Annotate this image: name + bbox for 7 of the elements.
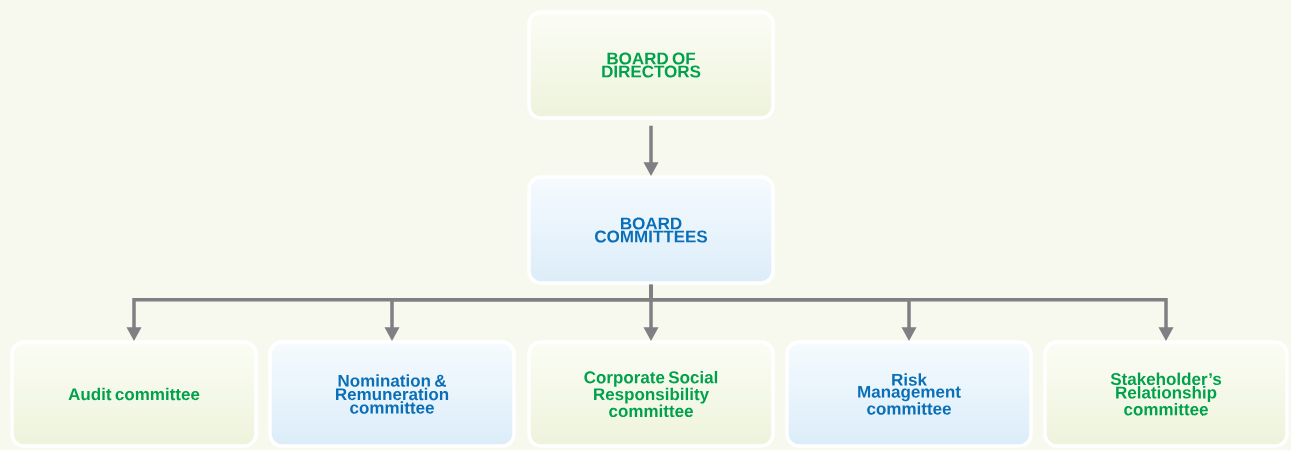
org-box: BOARD OF DIRECTORS xyxy=(527,10,775,120)
org-box: Risk Management committee xyxy=(785,340,1033,448)
org-box: BOARD COMMITTEES xyxy=(527,175,775,285)
org-box: Corporate Social Responsibility committee xyxy=(527,340,775,448)
org-box: Audit committee xyxy=(10,340,258,448)
org-box: Stakeholder’s Relationship committee xyxy=(1043,340,1289,448)
org-box: Nomination & Remuneration committee xyxy=(268,340,516,448)
